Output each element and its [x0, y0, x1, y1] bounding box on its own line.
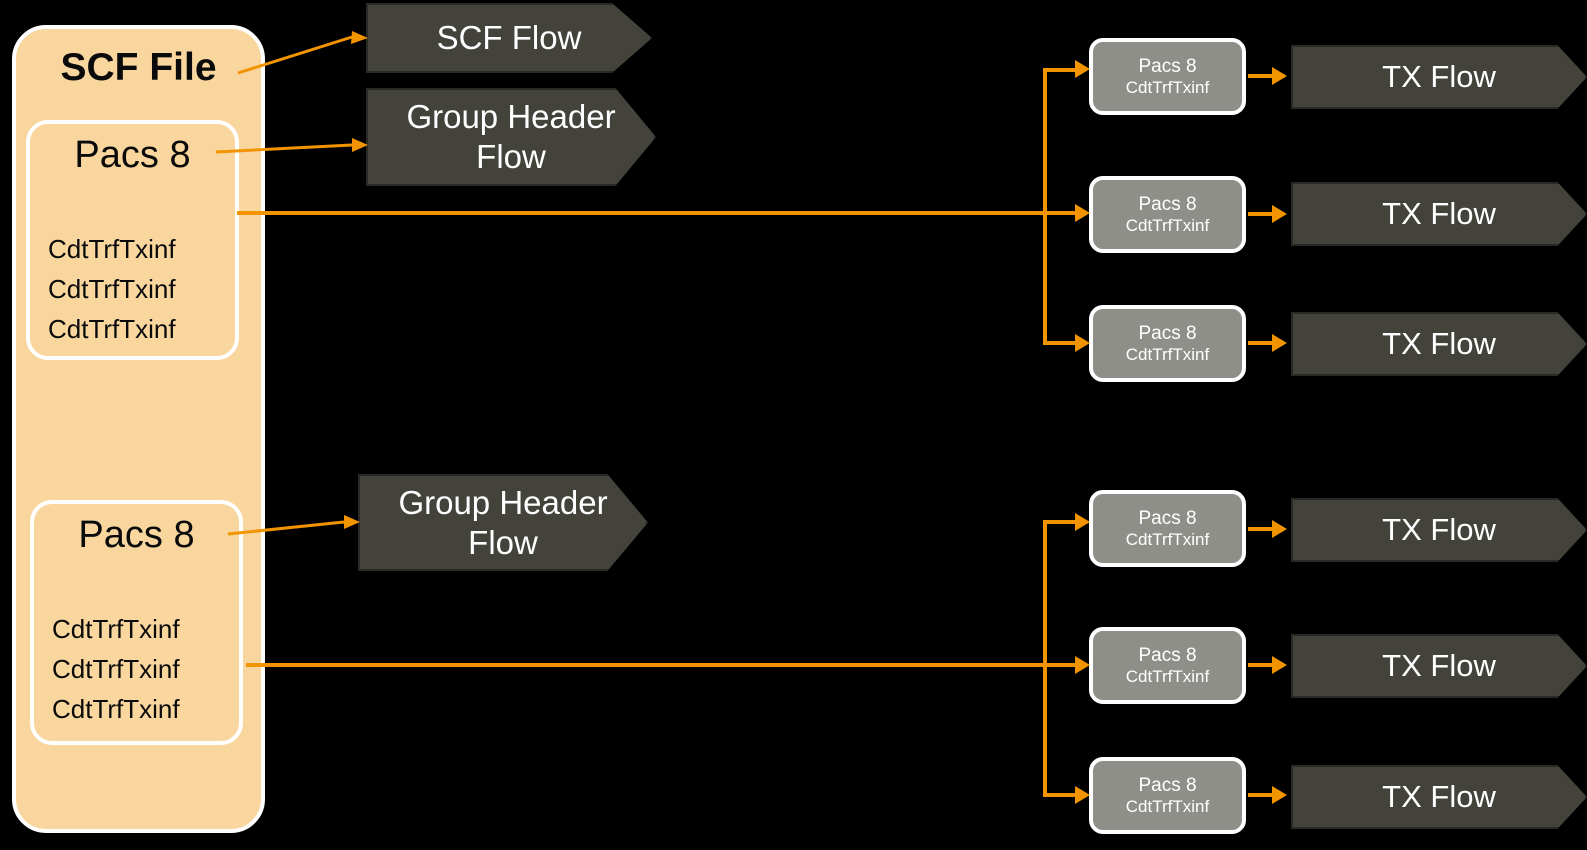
cdttrftxinf-line: CdtTrfTxinf	[48, 234, 176, 264]
pacs-node-title: Pacs 8	[1138, 56, 1197, 77]
group-header-flow-line1: Group Header	[406, 98, 616, 135]
connector-node1-to-tx1	[1248, 74, 1276, 78]
pacs-node-subtitle: CdtTrfTxinf	[1125, 530, 1210, 549]
group-header-flow-label-2: Group Header Flow	[384, 483, 621, 563]
pacs-node-title: Pacs 8	[1138, 508, 1197, 529]
connector-bottom-main-horizontal	[246, 663, 1047, 667]
arrow-head-icon	[1272, 334, 1287, 352]
tx-flow-label: TX Flow	[1382, 779, 1496, 814]
pacs-node-subtitle: CdtTrfTxinf	[1125, 216, 1210, 235]
pacs-node-subtitle: CdtTrfTxinf	[1125, 667, 1210, 686]
scf-pacs-group-1-title: Pacs 8	[74, 134, 191, 176]
tx-flow-3[interactable]: TX Flow	[1291, 312, 1587, 376]
connector-node2-to-tx2	[1248, 212, 1276, 216]
arrow-head-icon	[1075, 656, 1090, 674]
connector-top-branch-1	[1043, 68, 1081, 72]
scf-pacs-group-2-title: Pacs 8	[78, 514, 195, 556]
pacs-node-subtitle: CdtTrfTxinf	[1125, 78, 1210, 97]
tx-flow-label: TX Flow	[1382, 512, 1496, 547]
pacs-node-1[interactable]: Pacs 8 CdtTrfTxinf	[1089, 38, 1246, 115]
scf-flow-shape[interactable]: SCF Flow	[366, 3, 652, 73]
group-header-flow-line2: Flow	[468, 523, 538, 561]
cdttrftxinf-line: CdtTrfTxinf	[52, 694, 180, 724]
arrow-head-icon	[1272, 67, 1287, 85]
cdttrftxinf-line: CdtTrfTxinf	[52, 654, 180, 684]
arrow-head-icon	[1272, 656, 1287, 674]
tx-flow-6[interactable]: TX Flow	[1291, 765, 1587, 829]
scf-flow-label: SCF Flow	[436, 19, 582, 56]
group-header-flow-line2: Flow	[476, 138, 546, 175]
connector-top-trunk-vertical	[1043, 68, 1047, 345]
pacs-node-3[interactable]: Pacs 8 CdtTrfTxinf	[1089, 305, 1246, 382]
tx-flow-label: TX Flow	[1382, 59, 1496, 94]
pacs-node-subtitle: CdtTrfTxinf	[1125, 345, 1210, 364]
connector-node3-to-tx3	[1248, 341, 1276, 345]
connector-top-branch-3	[1043, 341, 1081, 345]
scf-pacs-group-1-lines: CdtTrfTxinf CdtTrfTxinf CdtTrfTxinf	[48, 229, 176, 349]
scf-pacs-group-2[interactable]: Pacs 8 CdtTrfTxinf CdtTrfTxinf CdtTrfTxi…	[30, 500, 243, 745]
arrow-head-icon	[1075, 513, 1090, 531]
pacs-node-title: Pacs 8	[1138, 194, 1197, 215]
tx-flow-2[interactable]: TX Flow	[1291, 182, 1587, 246]
tx-flow-4[interactable]: TX Flow	[1291, 498, 1587, 562]
cdttrftxinf-line: CdtTrfTxinf	[48, 314, 176, 344]
connector-node6-to-tx6	[1248, 793, 1276, 797]
pacs-node-title: Pacs 8	[1138, 323, 1197, 344]
tx-flow-1[interactable]: TX Flow	[1291, 45, 1587, 109]
cdttrftxinf-line: CdtTrfTxinf	[48, 274, 176, 304]
tx-flow-5[interactable]: TX Flow	[1291, 634, 1587, 698]
connector-top-main-horizontal	[237, 211, 1047, 215]
scf-pacs-group-2-lines: CdtTrfTxinf CdtTrfTxinf CdtTrfTxinf	[52, 609, 180, 729]
group-header-flow-line1: Group Header	[398, 483, 608, 521]
arrow-head-icon	[1272, 786, 1287, 804]
tx-flow-label: TX Flow	[1382, 648, 1496, 683]
arrow-head-icon	[1075, 786, 1090, 804]
connector-bottom-branch-2	[1043, 663, 1081, 667]
connector-bottom-branch-1	[1043, 520, 1081, 524]
pacs-node-2[interactable]: Pacs 8 CdtTrfTxinf	[1089, 176, 1246, 253]
connector-bottom-trunk-vertical	[1043, 520, 1047, 797]
group-header-flow-shape-1[interactable]: Group Header Flow	[366, 88, 656, 186]
group-header-flow-shape-2[interactable]: Group Header Flow	[358, 474, 648, 571]
tx-flow-label: TX Flow	[1382, 326, 1496, 361]
pacs-node-title: Pacs 8	[1138, 775, 1197, 796]
arrow-head-icon	[1272, 520, 1287, 538]
arrow-head-icon	[1075, 60, 1090, 78]
arrow-head-icon	[1075, 204, 1090, 222]
connector-bottom-branch-3	[1043, 793, 1081, 797]
pacs-node-5[interactable]: Pacs 8 CdtTrfTxinf	[1089, 627, 1246, 704]
scf-pacs-group-1[interactable]: Pacs 8 CdtTrfTxinf CdtTrfTxinf CdtTrfTxi…	[26, 120, 239, 360]
pacs-node-6[interactable]: Pacs 8 CdtTrfTxinf	[1089, 757, 1246, 834]
pacs-node-4[interactable]: Pacs 8 CdtTrfTxinf	[1089, 490, 1246, 567]
arrow-head-icon	[1075, 334, 1090, 352]
cdttrftxinf-line: CdtTrfTxinf	[52, 614, 180, 644]
connector-node4-to-tx4	[1248, 527, 1276, 531]
group-header-flow-label-1: Group Header Flow	[392, 97, 629, 177]
tx-flow-label: TX Flow	[1382, 196, 1496, 231]
pacs-node-subtitle: CdtTrfTxinf	[1125, 797, 1210, 816]
arrow-head-icon	[1272, 205, 1287, 223]
connector-top-branch-2	[1043, 211, 1081, 215]
connector-node5-to-tx5	[1248, 663, 1276, 667]
pacs-node-title: Pacs 8	[1138, 645, 1197, 666]
scf-file-label: SCF File	[60, 46, 217, 89]
